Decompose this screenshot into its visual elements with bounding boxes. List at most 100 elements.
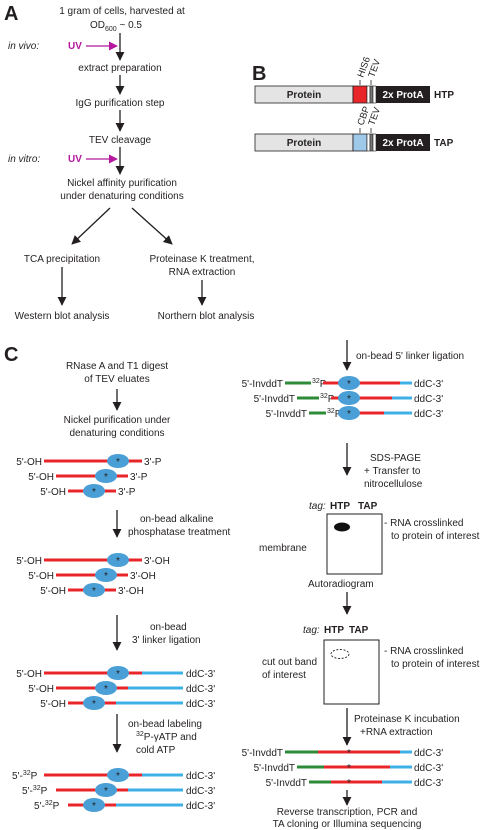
- crosslink-star: *: [116, 669, 120, 680]
- c-label-atp: P-γATP and: [144, 732, 197, 743]
- c-label-line2: 32P-γATP and: [136, 731, 197, 743]
- end-label-5prime: 5'-OH: [40, 699, 66, 710]
- c-protk-line2: +RNA extraction: [360, 727, 433, 738]
- c-link3-line1: on-bead: [150, 622, 187, 633]
- c-rnase-line1: RNase A and T1 digest: [66, 361, 168, 372]
- end-label-3prime: 3'-P: [130, 472, 148, 483]
- tap-label: TAP: [434, 138, 454, 149]
- crosslink-star: *: [116, 771, 120, 782]
- end-label-5prime: 5'-32P: [12, 770, 38, 782]
- end-label-3prime: 3'-P: [118, 487, 136, 498]
- crosslink-star: *: [104, 472, 108, 483]
- end-label-5prime: 5'-OH: [28, 684, 54, 695]
- invddt-label: 5'-InvddT: [266, 409, 307, 420]
- c-sds-line3: nitrocellulose: [364, 479, 423, 490]
- tap-prota-box: [376, 134, 430, 151]
- protein-bead: [83, 696, 105, 710]
- od-label: OD: [90, 20, 105, 31]
- c-cut-line2: of interest: [262, 670, 306, 681]
- end-label-3prime: 3'-OH: [144, 556, 170, 567]
- protein-bead: [107, 553, 129, 567]
- end-label-3prime: ddC-3': [414, 763, 443, 774]
- c-crosslink-line1-a: - RNA crosslinked: [384, 518, 463, 529]
- arrow-a5-right: [131, 207, 173, 245]
- cut-membrane: [323, 639, 380, 705]
- panel-label-c: C: [4, 344, 18, 366]
- c-alk-line2: phosphatase treatment: [128, 527, 231, 538]
- panel-label-a: A: [4, 3, 18, 25]
- end-label-3prime: ddC-3': [186, 771, 215, 782]
- c-link3-line2: 3' linker ligation: [132, 635, 201, 646]
- protein-bead: [107, 666, 129, 680]
- end-label-5prime: 5'-OH: [16, 669, 42, 680]
- htp-tev-site-2: [369, 85, 374, 104]
- autoradiogram-membrane: [326, 513, 383, 575]
- invddt-label: 5'-InvddT: [242, 379, 283, 390]
- crosslink-star: *: [92, 699, 96, 710]
- c-autoradiogram-label: Autoradiogram: [308, 579, 374, 590]
- end-label-3prime: 3'-P: [144, 457, 162, 468]
- cbp-box: [352, 133, 368, 152]
- end-label-3prime: 3'-OH: [130, 571, 156, 582]
- c-htp-label-2: HTP: [324, 625, 344, 636]
- step-western: Western blot analysis: [15, 311, 110, 322]
- crosslink-star: *: [104, 571, 108, 582]
- htp-tev-site-1: [366, 85, 371, 104]
- uv-label-in-vitro: UV: [68, 154, 82, 165]
- crosslink-star: *: [92, 586, 96, 597]
- step-protk-line1: Proteinase K treatment,: [149, 254, 254, 265]
- end-label-3prime: ddC-3': [414, 778, 443, 789]
- panel-label-b: B: [252, 63, 266, 85]
- c-label-line1: on-bead labeling: [128, 719, 202, 730]
- c-nickel-line2: denaturing conditions: [69, 428, 164, 439]
- crosslink-star: *: [347, 409, 351, 420]
- tap-tev-site-2: [369, 133, 374, 152]
- protein-bead: [338, 406, 360, 420]
- crosslink-star: *: [347, 394, 351, 405]
- end-label-3prime: ddC-3': [414, 409, 443, 420]
- protein-bead: [95, 568, 117, 582]
- crosslink-star: *: [104, 786, 108, 797]
- step-nickel-line1: Nickel affinity purification: [67, 178, 177, 189]
- end-label-3prime: ddC-3': [414, 394, 443, 405]
- c-rnase-line2: of TEV eluates: [84, 374, 149, 385]
- protein-bead: [107, 454, 129, 468]
- invddt-label: 5'-InvddT: [254, 763, 295, 774]
- label-in-vitro: in vitro:: [8, 154, 40, 165]
- c-alk-line1: on-bead alkaline: [140, 514, 214, 525]
- sup-32: 32: [23, 770, 31, 777]
- c-cut-line1: cut out band: [262, 657, 317, 668]
- htp-construct: Protein 2x ProtA HTP HIS6 TEV: [254, 55, 454, 104]
- crosslink-star: *: [92, 487, 96, 498]
- tap-protein-label: Protein: [287, 138, 321, 149]
- end-label-3prime: ddC-3': [186, 801, 215, 812]
- c-protk-line1: Proteinase K incubation: [354, 714, 460, 725]
- c-tap-label-1: TAP: [358, 501, 378, 512]
- sup-32: 32: [312, 378, 320, 385]
- step-tca: TCA precipitation: [24, 254, 100, 265]
- uv-label-in-vivo: UV: [68, 41, 82, 52]
- crosslink-star: *: [116, 457, 120, 468]
- protein-bead: [83, 484, 105, 498]
- crosslink-star: *: [347, 379, 351, 390]
- step-cells-line1: 1 gram of cells, harvested at: [59, 6, 185, 17]
- end-label-3prime: ddC-3': [186, 669, 215, 680]
- crosslink-star: *: [347, 763, 351, 774]
- step-northern: Northern blot analysis: [158, 311, 255, 322]
- tap-construct: Protein 2x ProtA TAP CBP TEV: [254, 105, 454, 152]
- invddt-label: 5'-InvddT: [242, 748, 283, 759]
- c-htp-label-1: HTP: [330, 501, 350, 512]
- tap-tev-site-3: [372, 133, 377, 152]
- c-label-line3: cold ATP: [136, 745, 176, 756]
- protein-bead: [107, 768, 129, 782]
- c-tap-label-2: TAP: [349, 625, 369, 636]
- rna-group-final: 5'-InvddT*ddC-3'5'-InvddT*ddC-3'5'-Invdd…: [242, 748, 444, 789]
- tap-prota-label: 2x ProtA: [382, 138, 423, 149]
- step-nickel-line2: under denaturing conditions: [60, 191, 183, 202]
- htp-prota-label: 2x ProtA: [382, 90, 423, 101]
